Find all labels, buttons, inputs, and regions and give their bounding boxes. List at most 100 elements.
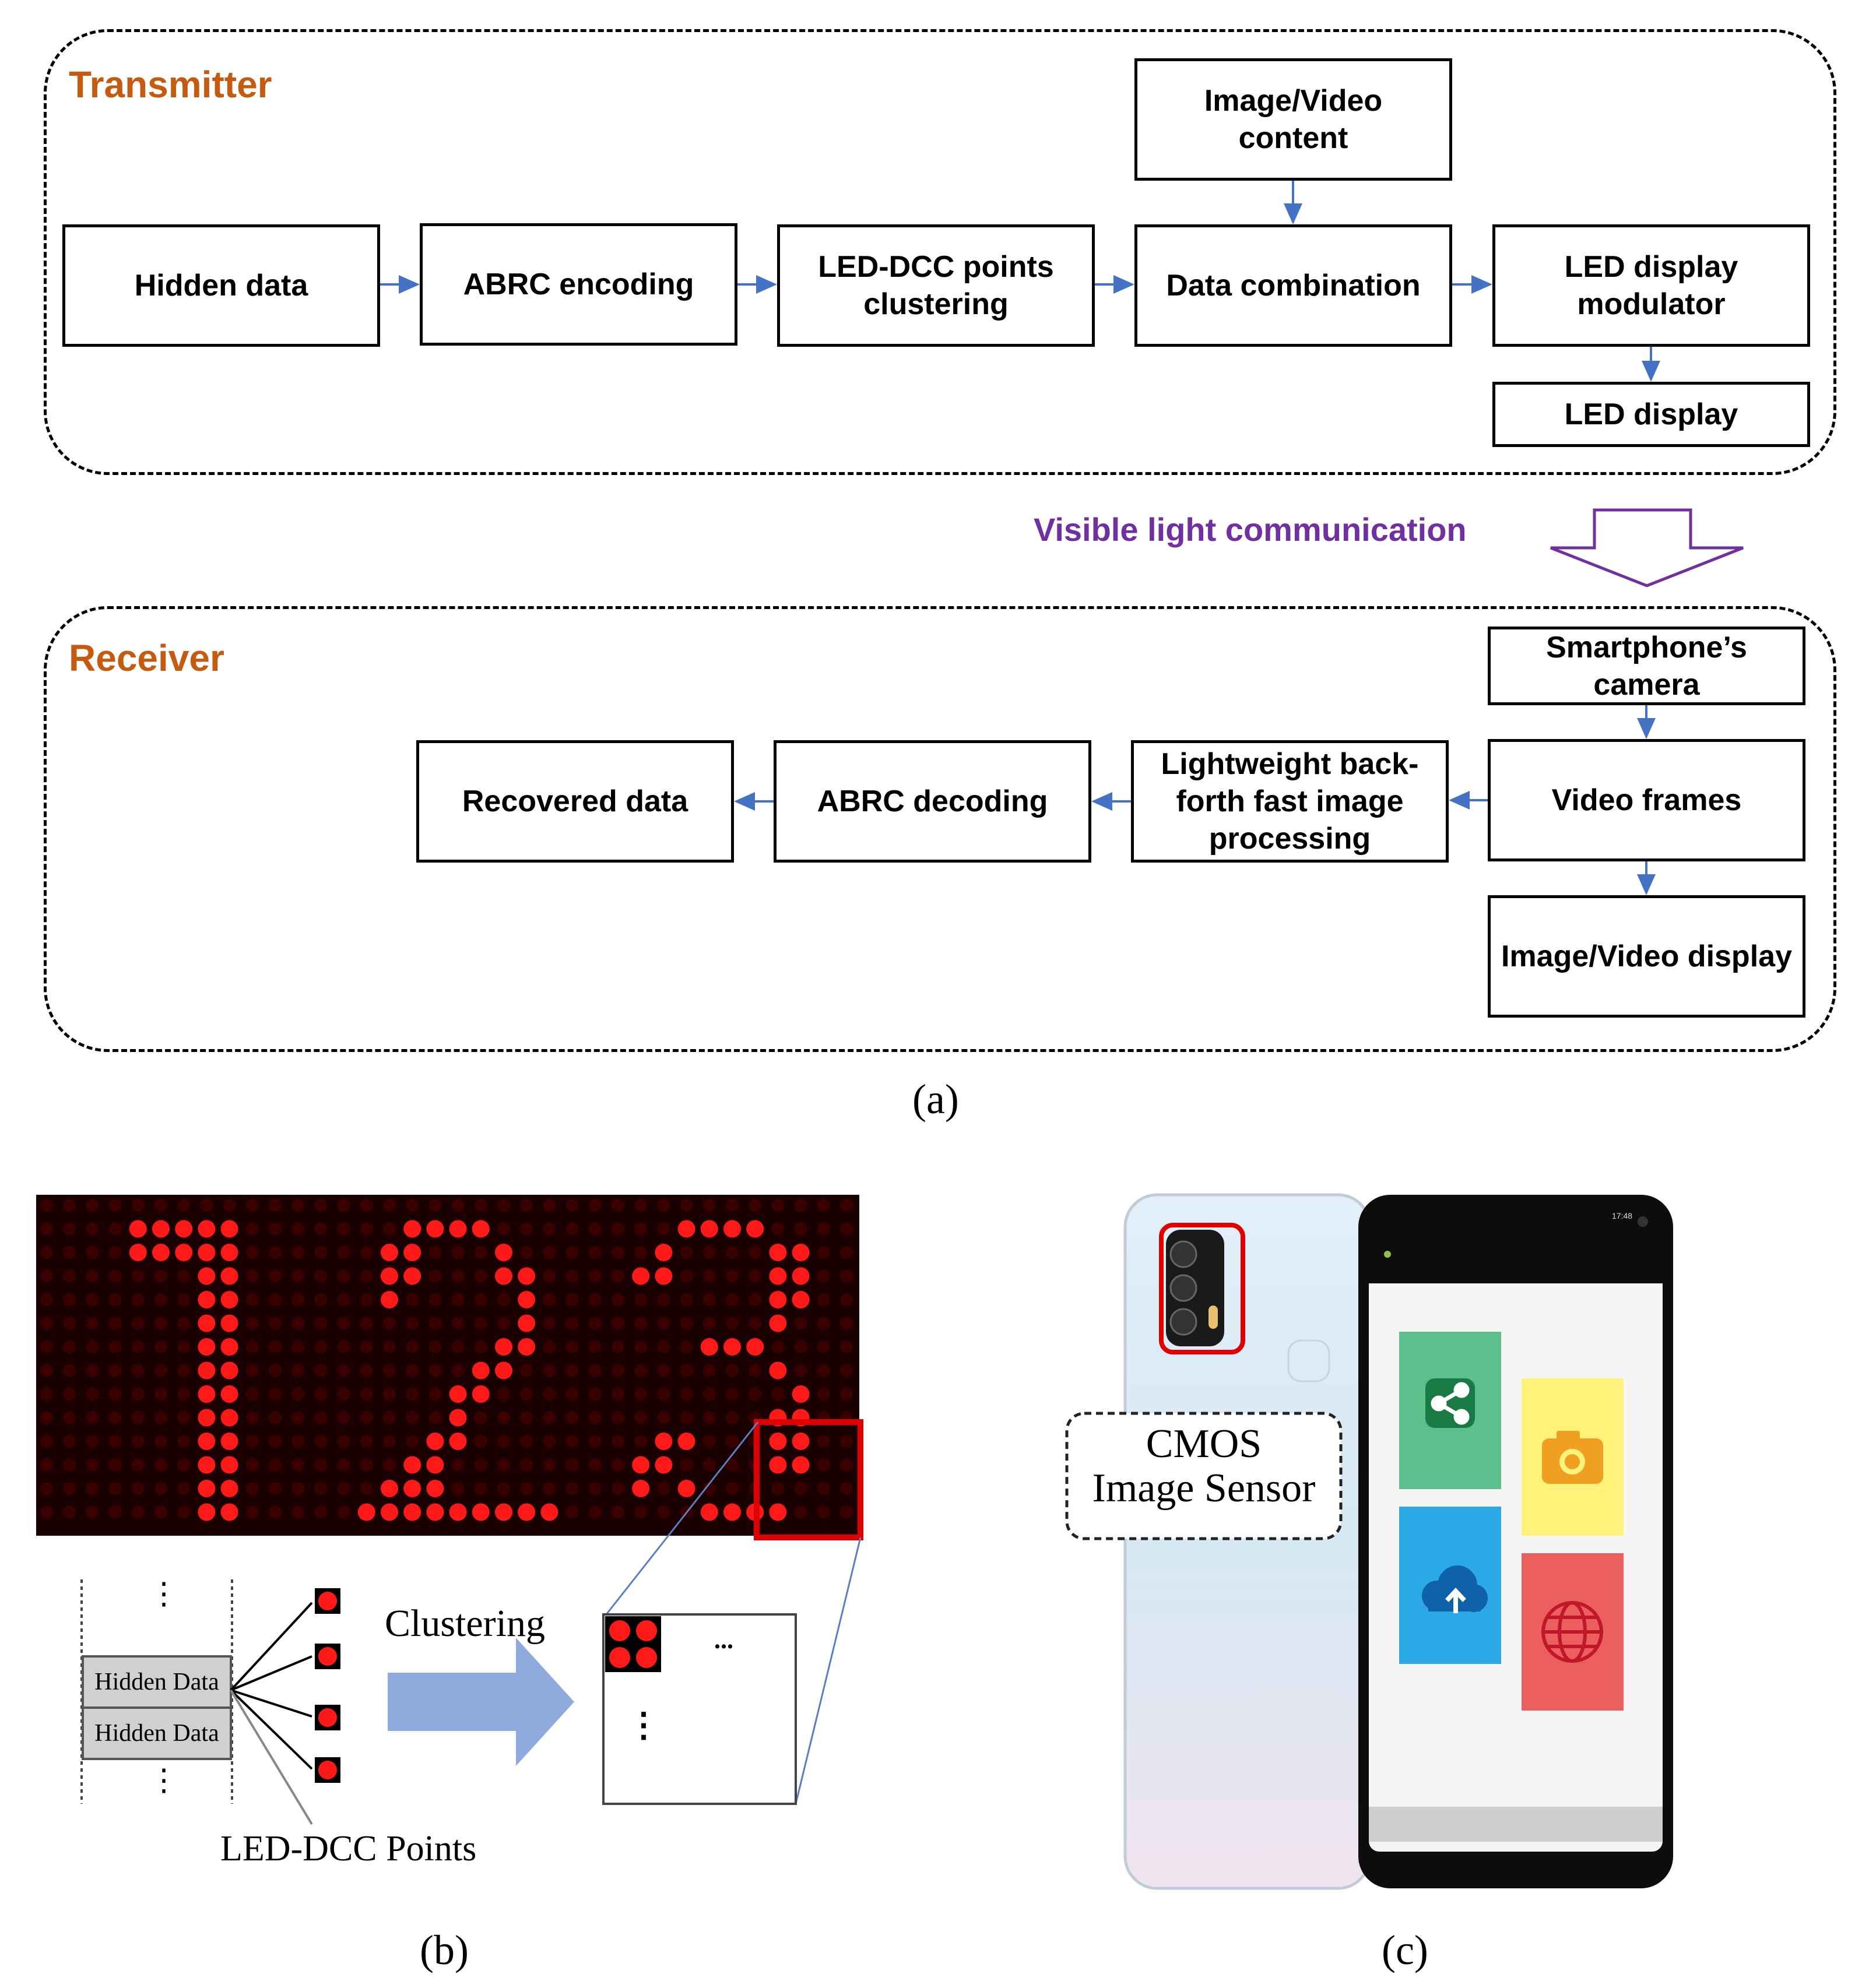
led-off: [588, 1388, 602, 1401]
led-off: [291, 1505, 305, 1519]
led-off: [497, 1482, 510, 1495]
led-off: [177, 1388, 191, 1401]
led-off: [40, 1340, 53, 1353]
led-off: [314, 1482, 328, 1495]
led-off: [474, 1340, 487, 1353]
led-off: [154, 1435, 167, 1448]
led-on: [655, 1267, 673, 1285]
led-off: [177, 1435, 191, 1448]
led-off: [337, 1199, 350, 1212]
led-off: [612, 1317, 624, 1330]
led-display-modulator-box: LED display modulator: [1492, 224, 1810, 347]
led-off: [794, 1505, 807, 1519]
led-off: [337, 1340, 350, 1353]
led-off: [657, 1222, 670, 1236]
led-off: [406, 1199, 419, 1212]
led-off: [817, 1340, 830, 1353]
led-on: [198, 1338, 216, 1356]
led-off: [840, 1388, 853, 1401]
led-off: [154, 1199, 167, 1212]
led-off: [108, 1364, 122, 1377]
led-off: [131, 1269, 145, 1283]
led-off: [269, 1317, 282, 1330]
screen-bottom-bar: [1369, 1807, 1663, 1842]
led-off: [474, 1411, 487, 1424]
led-off: [291, 1246, 305, 1259]
led-off: [131, 1364, 145, 1377]
led-off: [657, 1505, 670, 1519]
led-off: [749, 1364, 762, 1377]
led-off: [154, 1458, 167, 1472]
led-off: [154, 1317, 167, 1330]
led-off: [337, 1269, 350, 1283]
led-off: [245, 1482, 259, 1495]
led-off: [588, 1317, 602, 1330]
led-off: [543, 1388, 556, 1401]
led-off: [474, 1293, 487, 1306]
led-on: [655, 1456, 673, 1474]
led-off: [177, 1340, 191, 1353]
led-off: [588, 1435, 602, 1448]
led-off: [543, 1222, 556, 1236]
led-off: [634, 1505, 648, 1519]
led-off: [680, 1269, 693, 1283]
led-off: [337, 1388, 350, 1401]
app-dot-icon: [1384, 1251, 1391, 1258]
led-off: [337, 1364, 350, 1377]
connector-3: [230, 1689, 312, 1718]
led-off: [314, 1340, 328, 1353]
led-off: [383, 1317, 396, 1330]
led-off: [406, 1293, 419, 1306]
led-off: [840, 1458, 853, 1472]
led-off: [634, 1317, 648, 1330]
led-on: [152, 1220, 170, 1238]
image-video-display-box: Image/Video display: [1488, 895, 1805, 1018]
led-off: [817, 1269, 830, 1283]
smartphone-figure: [1065, 1193, 1673, 1890]
led-off: [108, 1246, 122, 1259]
led-off: [543, 1340, 556, 1353]
recovered-data-box: Recovered data: [416, 740, 734, 863]
hidden-data-box: Hidden data: [62, 224, 380, 347]
led-off: [543, 1199, 556, 1212]
led-on: [220, 1220, 238, 1238]
led-off: [634, 1388, 648, 1401]
led-off: [40, 1293, 53, 1306]
led-off: [63, 1388, 76, 1401]
status-bar: [1369, 1208, 1663, 1283]
led-off: [428, 1293, 442, 1306]
led-off: [154, 1364, 167, 1377]
led-off: [291, 1364, 305, 1377]
led-off: [314, 1269, 328, 1283]
led-off: [154, 1411, 167, 1424]
led-off: [840, 1246, 853, 1259]
led-off: [840, 1269, 853, 1283]
led-off: [245, 1293, 259, 1306]
led-off: [40, 1364, 53, 1377]
share-icon: [1431, 1382, 1470, 1425]
led-off: [291, 1317, 305, 1330]
led-off: [177, 1269, 191, 1283]
led-off: [314, 1458, 328, 1472]
led-off: [840, 1317, 853, 1330]
led-off: [451, 1269, 465, 1283]
led-on: [700, 1503, 718, 1521]
led-off: [108, 1269, 122, 1283]
led-off: [406, 1317, 419, 1330]
led-on: [769, 1314, 787, 1332]
led-off: [291, 1458, 305, 1472]
camera-icon: [1542, 1431, 1603, 1484]
led-off: [588, 1458, 602, 1472]
led-off: [314, 1364, 328, 1377]
led-off: [406, 1435, 419, 1448]
led-on: [381, 1291, 398, 1308]
led-off: [360, 1317, 373, 1330]
led-off: [634, 1411, 648, 1424]
led-on: [449, 1433, 467, 1450]
led-off: [428, 1411, 442, 1424]
led-on: [403, 1480, 421, 1497]
led-off: [177, 1293, 191, 1306]
led-off: [451, 1482, 465, 1495]
led-off: [291, 1199, 305, 1212]
led-off: [726, 1269, 739, 1283]
